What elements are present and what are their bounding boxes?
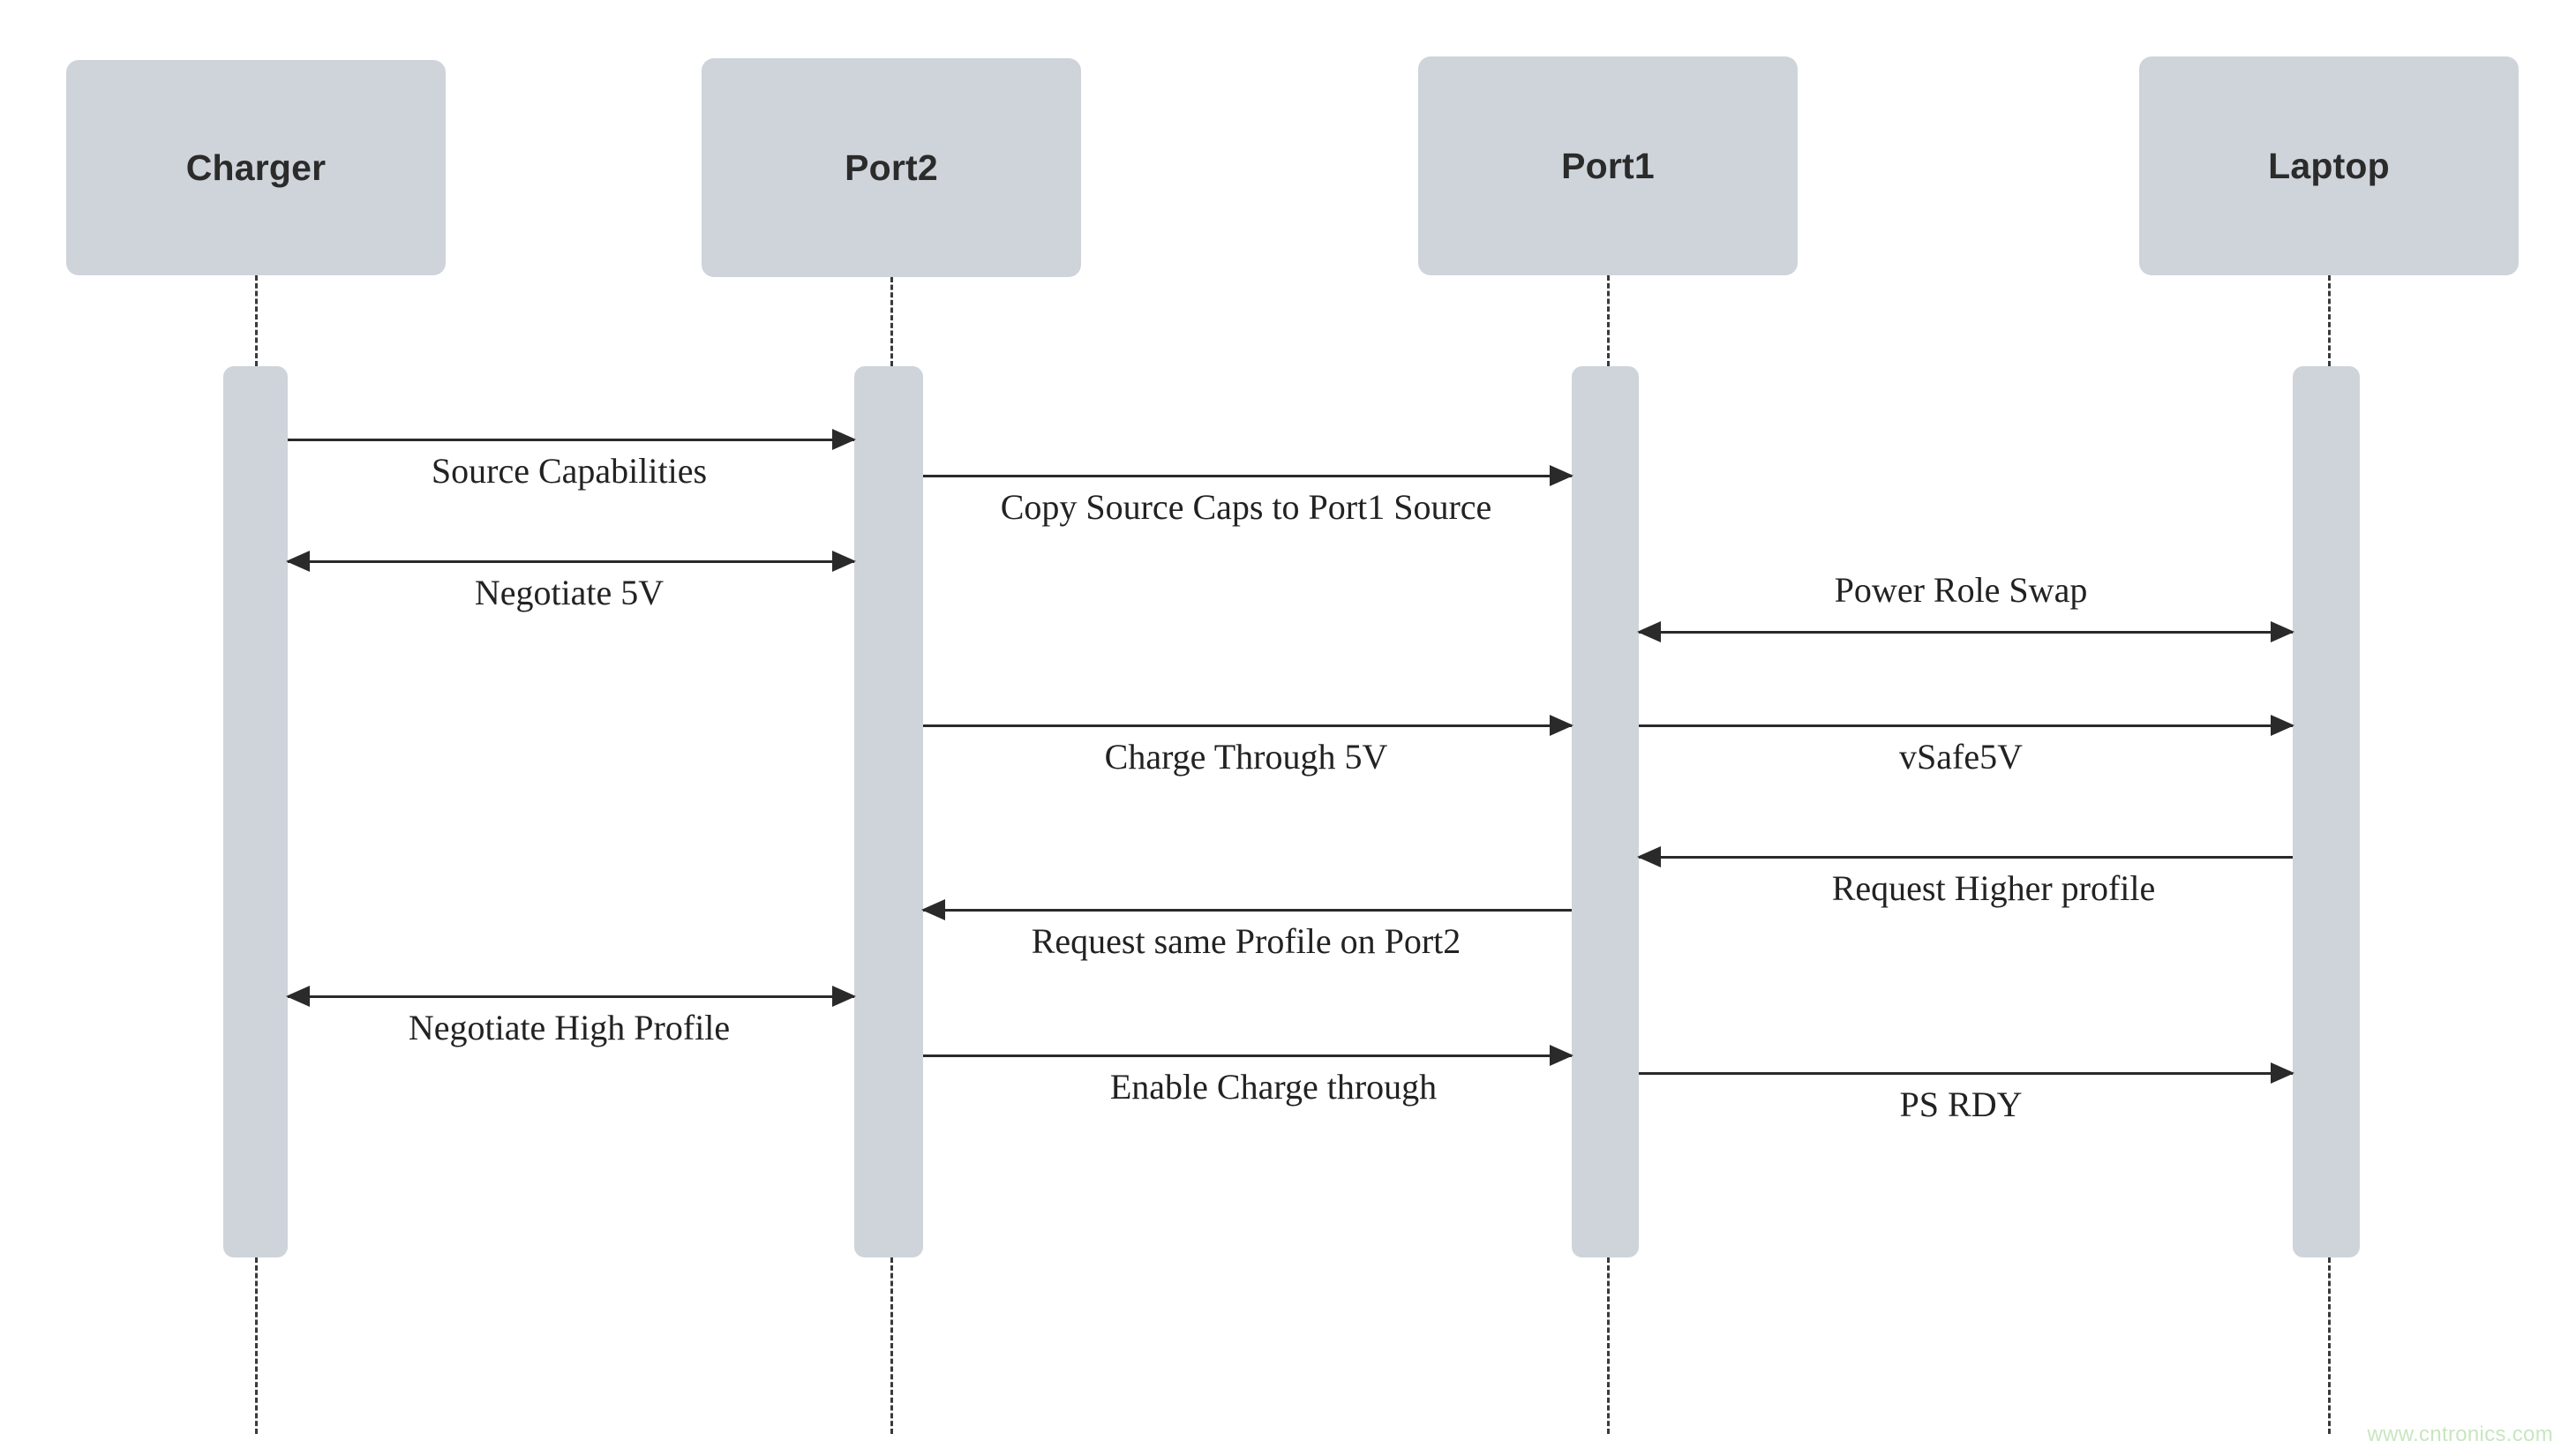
message-line-negotiate-5v bbox=[288, 560, 854, 563]
lifeline-port1-top bbox=[1607, 275, 1610, 366]
message-line-enable-charge-through bbox=[923, 1054, 1572, 1057]
participant-box-port1[interactable]: Port1 bbox=[1418, 56, 1798, 275]
arrowhead-right-icon bbox=[832, 429, 856, 450]
lifeline-laptop-top bbox=[2328, 275, 2331, 366]
message-line-ps-rdy bbox=[1639, 1072, 2293, 1075]
activation-bar-charger bbox=[223, 366, 288, 1257]
arrowhead-left-icon bbox=[286, 986, 310, 1007]
message-line-vsafe5v bbox=[1639, 724, 2293, 727]
lifeline-port2-bottom bbox=[890, 1257, 893, 1434]
arrowhead-right-icon bbox=[832, 986, 856, 1007]
lifeline-port2-top bbox=[890, 277, 893, 366]
message-line-charge-through-5v bbox=[923, 724, 1572, 727]
message-label-negotiate-high-profile: Negotiate High Profile bbox=[408, 1008, 731, 1047]
arrowhead-left-icon bbox=[1637, 621, 1661, 642]
participant-box-laptop[interactable]: Laptop bbox=[2139, 56, 2519, 275]
watermark: www.cntronics.com bbox=[2367, 1422, 2553, 1446]
activation-bar-port2 bbox=[854, 366, 923, 1257]
participant-label-port1: Port1 bbox=[1561, 145, 1655, 186]
arrowhead-right-icon bbox=[832, 551, 856, 572]
arrowhead-left-icon bbox=[1637, 846, 1661, 867]
arrowhead-right-icon bbox=[2271, 621, 2294, 642]
participant-label-charger: Charger bbox=[185, 146, 327, 188]
lifeline-port1-bottom bbox=[1607, 1257, 1610, 1434]
message-label-copy-source-caps: Copy Source Caps to Port1 Source bbox=[1000, 487, 1492, 527]
message-label-vsafe5v: vSafe5V bbox=[1899, 737, 2023, 777]
lifeline-charger-top bbox=[255, 275, 258, 366]
participant-label-port2: Port2 bbox=[845, 146, 938, 188]
lifeline-laptop-bottom bbox=[2328, 1257, 2331, 1434]
message-line-request-higher-profile bbox=[1639, 856, 2293, 859]
message-label-request-same-profile: Request same Profile on Port2 bbox=[1031, 921, 1461, 961]
arrowhead-right-icon bbox=[1550, 465, 1573, 486]
message-label-negotiate-5v: Negotiate 5V bbox=[474, 573, 665, 612]
message-line-source-capabilities bbox=[288, 439, 854, 441]
participant-box-charger[interactable]: Charger bbox=[66, 60, 446, 275]
activation-bar-port1 bbox=[1572, 366, 1639, 1257]
message-label-ps-rdy: PS RDY bbox=[1899, 1084, 2023, 1124]
message-line-power-role-swap bbox=[1639, 631, 2293, 634]
arrowhead-right-icon bbox=[1550, 1045, 1573, 1066]
arrowhead-left-icon bbox=[286, 551, 310, 572]
arrowhead-left-icon bbox=[921, 899, 945, 920]
message-label-request-higher-profile: Request Higher profile bbox=[1831, 868, 2156, 908]
message-label-source-capabilities: Source Capabilities bbox=[431, 451, 708, 491]
lifeline-charger-bottom bbox=[255, 1257, 258, 1434]
message-line-copy-source-caps bbox=[923, 475, 1572, 477]
participant-label-laptop: Laptop bbox=[2268, 145, 2390, 186]
arrowhead-right-icon bbox=[2271, 715, 2294, 736]
message-label-power-role-swap: Power Role Swap bbox=[1834, 570, 2088, 610]
message-label-enable-charge-through: Enable Charge through bbox=[1109, 1067, 1438, 1107]
message-label-charge-through-5v: Charge Through 5V bbox=[1104, 737, 1388, 777]
activation-bar-laptop bbox=[2293, 366, 2360, 1257]
message-line-negotiate-high-profile bbox=[288, 995, 854, 998]
message-line-request-same-profile bbox=[923, 909, 1572, 912]
arrowhead-right-icon bbox=[1550, 715, 1573, 736]
arrowhead-right-icon bbox=[2271, 1062, 2294, 1084]
participant-box-port2[interactable]: Port2 bbox=[702, 58, 1081, 277]
